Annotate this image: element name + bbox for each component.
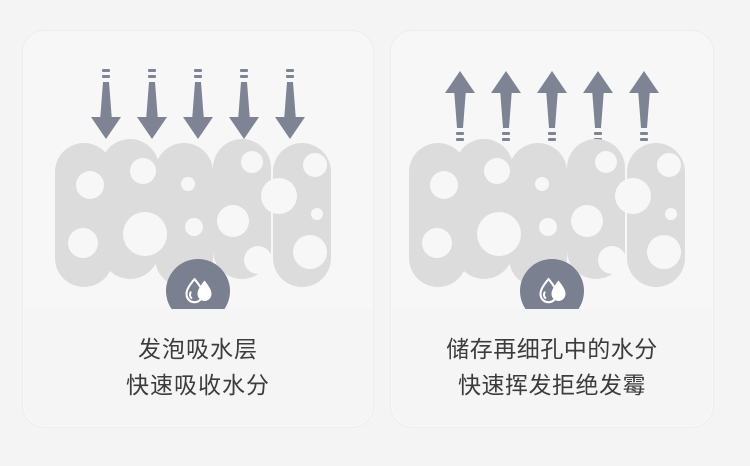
caption-absorb: 发泡吸水层 快速吸收水分 <box>24 309 372 426</box>
arrow-up-icon <box>621 65 667 145</box>
arrow-row-up <box>391 65 713 145</box>
arrow-row-down <box>23 67 373 147</box>
arrow-down-icon <box>83 67 129 147</box>
caption-line-1: 储存再细孔中的水分 <box>446 336 658 362</box>
foam-layer-icon <box>53 139 343 291</box>
arrow-down-icon <box>221 67 267 147</box>
arrow-down-icon <box>267 67 313 147</box>
arrow-up-icon <box>529 65 575 145</box>
arrow-down-icon <box>129 67 175 147</box>
arrow-down-icon <box>175 67 221 147</box>
caption-line-2: 快速挥发拒绝发霉 <box>458 372 646 398</box>
arrow-up-icon <box>575 65 621 145</box>
caption-line-2: 快速吸收水分 <box>126 372 270 398</box>
panel-card-absorb: 发泡吸水层 快速吸收水分 <box>22 30 374 428</box>
caption-line-1: 发泡吸水层 <box>138 336 258 362</box>
arrow-up-icon <box>437 65 483 145</box>
caption-evaporate: 储存再细孔中的水分 快速挥发拒绝发霉 <box>392 309 712 426</box>
foam-layer-icon <box>407 139 697 291</box>
arrow-up-icon <box>483 65 529 145</box>
panel-card-evaporate: 储存再细孔中的水分 快速挥发拒绝发霉 <box>390 30 714 428</box>
